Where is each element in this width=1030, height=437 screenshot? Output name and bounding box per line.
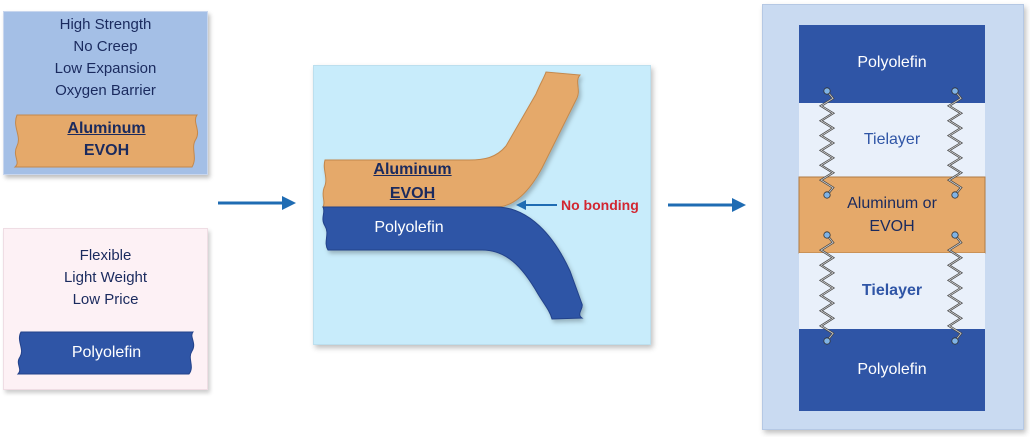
delamination-illustration — [322, 71, 584, 320]
core-label-line1: Aluminum or — [847, 195, 937, 212]
spring-icon — [946, 87, 964, 199]
aluminum-evoh-strip — [13, 114, 199, 168]
tielayer-structure-panel: Polyolefin Tielayer Aluminum or EVOH Tie… — [762, 4, 1024, 430]
barrier-properties-list: High Strength No Creep Low Expansion Oxy… — [4, 14, 207, 102]
property-item: No Creep — [73, 38, 138, 55]
aluminum-label: Aluminum — [67, 120, 146, 137]
polyolefin-label: Polyolefin — [71, 344, 142, 361]
aluminum-evoh-label: Aluminum EVOH — [4, 118, 209, 162]
evoh-label: EVOH — [83, 142, 130, 159]
property-item: High Strength — [59, 16, 152, 33]
property-item: Low Price — [72, 291, 139, 308]
no-bonding-panel: Aluminum EVOH Polyolefin No bonding — [313, 65, 651, 345]
spring-icon — [818, 87, 836, 199]
spring-icon — [818, 231, 836, 345]
layered-structure — [798, 25, 986, 411]
polyolefin-properties-list: Flexible Light Weight Low Price — [4, 245, 207, 311]
polyolefin-top-label: Polyolefin — [857, 54, 927, 71]
spring-connectors — [818, 87, 964, 345]
core-label: Aluminum or EVOH — [799, 192, 985, 238]
property-item: Oxygen Barrier — [55, 82, 156, 99]
barrier-material-panel: High Strength No Creep Low Expansion Oxy… — [3, 11, 208, 175]
tielayer-bottom-label: Tielayer — [861, 282, 923, 299]
aluminum-evoh-label: Aluminum EVOH — [334, 158, 491, 206]
spring-icon — [946, 231, 964, 345]
polyolefin-material-panel: Flexible Light Weight Low Price Polyolef… — [3, 228, 208, 390]
polyolefin-label: Polyolefin — [374, 219, 444, 236]
arrow-right-icon — [668, 198, 746, 212]
property-item: Light Weight — [63, 269, 148, 286]
property-item: Low Expansion — [54, 60, 157, 77]
evoh-label: EVOH — [389, 185, 436, 202]
arrow-right-icon — [218, 196, 296, 210]
arrow-left-icon — [516, 200, 557, 210]
no-bonding-annotation: No bonding — [561, 197, 639, 213]
polyolefin-strip — [16, 331, 195, 375]
property-item: Flexible — [79, 247, 132, 264]
core-label-line2: EVOH — [869, 218, 915, 235]
tielayer-top-label: Tielayer — [863, 131, 921, 148]
polyolefin-bottom-label: Polyolefin — [857, 361, 927, 378]
aluminum-label: Aluminum — [373, 161, 452, 178]
